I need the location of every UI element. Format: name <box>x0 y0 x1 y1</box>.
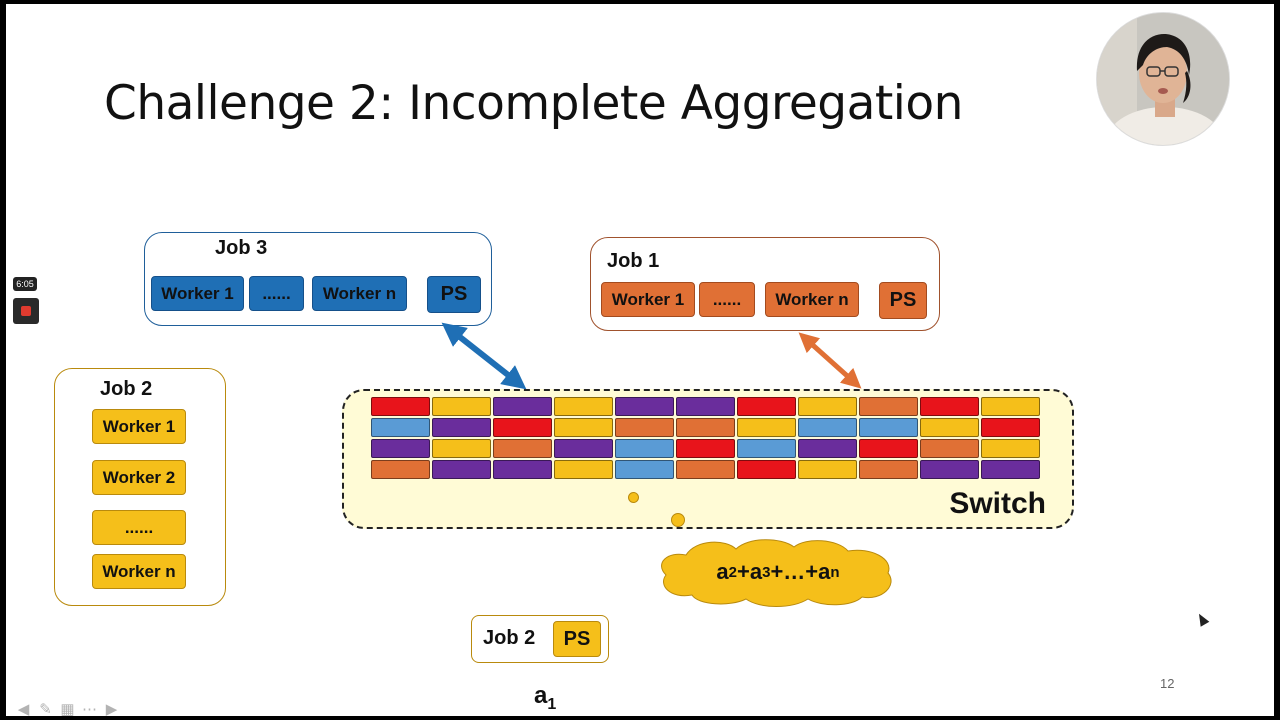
job1-box: Job 1 Worker 1 ...... Worker n PS <box>590 237 940 331</box>
slides-icon[interactable]: ▦ <box>60 701 75 716</box>
thought-bubble-medium <box>671 513 685 527</box>
job3-ps-switch-arrow <box>441 322 527 390</box>
switch-slot <box>737 439 796 458</box>
switch-slot <box>798 460 857 479</box>
switch-slot <box>432 439 491 458</box>
switch-slot <box>981 418 1040 437</box>
switch-slot <box>859 439 918 458</box>
switch-slot <box>371 397 430 416</box>
partial-sum-sub-3: 3 <box>762 563 771 581</box>
recording-timer: 6:05 <box>13 277 37 291</box>
switch-slot <box>554 418 613 437</box>
job1-ps: PS <box>879 282 927 319</box>
switch-slot <box>859 397 918 416</box>
switch-slot <box>371 418 430 437</box>
switch-slot <box>615 439 674 458</box>
job1-worker-1: Worker 1 <box>601 282 695 317</box>
job3-worker-1: Worker 1 <box>151 276 244 311</box>
switch-slot <box>554 397 613 416</box>
job2-label: Job 2 <box>100 378 153 400</box>
job2-box: Job 2 Worker 1 Worker 2 ...... Worker n <box>54 368 226 606</box>
job2-worker-2: Worker 2 <box>92 460 186 495</box>
switch-slot <box>554 460 613 479</box>
presenter-webcam <box>1096 12 1230 146</box>
switch-slot <box>920 418 979 437</box>
job1-switch-arrow <box>798 332 862 389</box>
pen-icon[interactable]: ✎ <box>39 701 52 716</box>
switch-slot <box>920 460 979 479</box>
job3-ps: PS <box>427 276 481 313</box>
switch-slot <box>737 418 796 437</box>
presenter-avatar <box>1097 13 1229 145</box>
stop-icon <box>21 306 31 316</box>
switch-slot <box>798 418 857 437</box>
switch-slot <box>493 397 552 416</box>
slide: Challenge 2: Incomplete Aggregation Job … <box>6 4 1274 716</box>
a1-sub: 1 <box>547 695 557 713</box>
switch-slot <box>859 418 918 437</box>
partial-sum-ellipsis-a: +…+a <box>770 559 831 584</box>
slide-toolbar: ◀ ✎ ▦ ⋯ ▶ <box>14 699 121 716</box>
job2-ps-box: Job 2 PS <box>471 615 609 663</box>
more-icon[interactable]: ⋯ <box>82 701 97 716</box>
cloud-shape <box>661 539 892 607</box>
switch-slot <box>676 397 735 416</box>
switch-slot <box>615 418 674 437</box>
switch-slot <box>676 439 735 458</box>
stop-recording-button[interactable] <box>13 298 39 324</box>
switch-slot <box>554 439 613 458</box>
thought-bubble-small <box>628 492 639 503</box>
switch-slot <box>371 439 430 458</box>
job2-ps: PS <box>553 621 601 657</box>
switch-box: Switch <box>342 389 1074 529</box>
job2-worker-n: Worker n <box>92 554 186 589</box>
partial-sum-plus-a: +a <box>737 559 763 584</box>
job3-box: Job 3 Worker 1 ...... Worker n PS <box>144 232 492 326</box>
gradient-a1: a1 <box>534 682 556 714</box>
switch-slot <box>432 418 491 437</box>
arrow-right-icon[interactable]: ▶ <box>105 701 118 716</box>
switch-slot <box>737 460 796 479</box>
switch-slot <box>737 397 796 416</box>
switch-slot <box>981 397 1040 416</box>
partial-sum-a: a <box>716 559 729 584</box>
switch-slot <box>371 460 430 479</box>
switch-slot <box>676 418 735 437</box>
switch-slot <box>432 397 491 416</box>
job1-worker-n: Worker n <box>765 282 859 317</box>
job2-worker-ellipsis: ...... <box>92 510 186 545</box>
a1-base: a <box>534 682 548 709</box>
switch-slot <box>798 439 857 458</box>
job1-worker-ellipsis: ...... <box>699 282 755 317</box>
switch-slot <box>493 460 552 479</box>
slide-title: Challenge 2: Incomplete Aggregation <box>104 76 963 131</box>
arrow-left-icon[interactable]: ◀ <box>17 701 30 716</box>
partial-sum-sub-2: 2 <box>728 563 738 581</box>
switch-slot <box>676 460 735 479</box>
switch-slot <box>615 460 674 479</box>
switch-slot <box>859 460 918 479</box>
switch-slot <box>615 397 674 416</box>
partial-sum-sub-n: n <box>830 563 840 581</box>
switch-slot <box>981 460 1040 479</box>
switch-slot <box>920 439 979 458</box>
job2-worker-1: Worker 1 <box>92 409 186 444</box>
job3-worker-ellipsis: ...... <box>249 276 304 311</box>
switch-label: Switch <box>949 487 1046 520</box>
mouse-cursor-icon <box>1194 611 1210 627</box>
switch-slot <box>432 460 491 479</box>
switch-slot <box>981 439 1040 458</box>
switch-slot <box>920 397 979 416</box>
switch-slot <box>798 397 857 416</box>
job1-label: Job 1 <box>607 250 660 272</box>
switch-slot <box>493 418 552 437</box>
job3-label: Job 3 <box>215 237 268 259</box>
job3-worker-n: Worker n <box>312 276 407 311</box>
job2-ps-label: Job 2 <box>483 627 536 649</box>
page-number: 12 <box>1160 676 1175 691</box>
switch-slot <box>493 439 552 458</box>
